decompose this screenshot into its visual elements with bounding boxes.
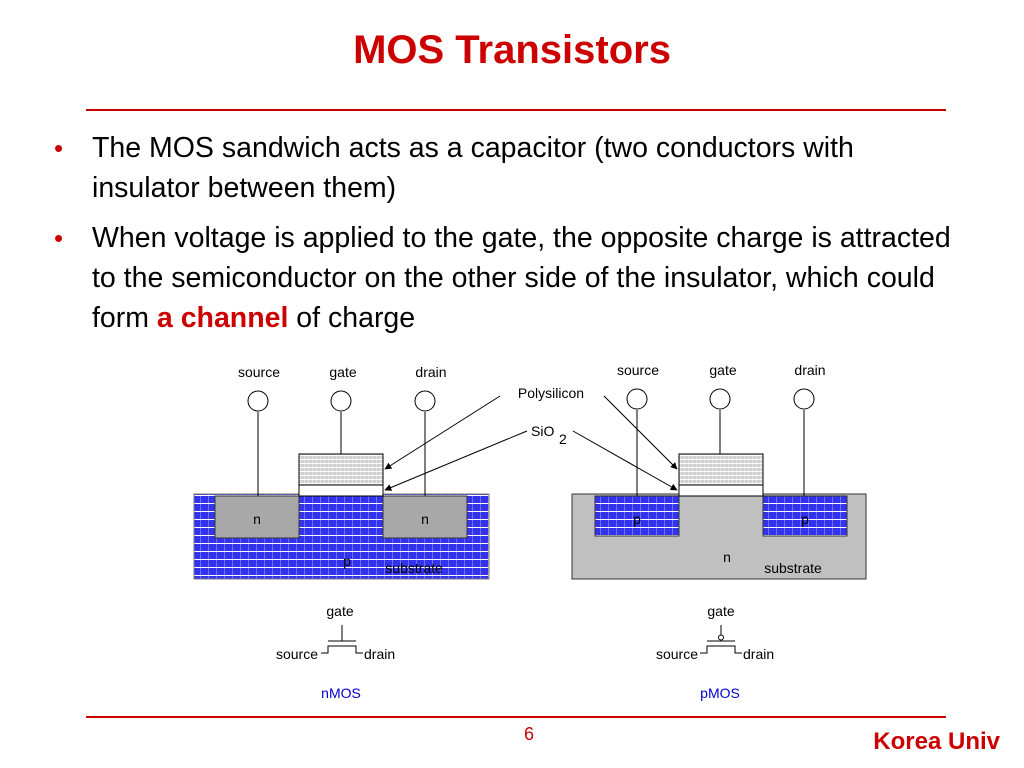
pmos-symbol-drain-label: drain	[743, 646, 774, 662]
nmos-source-label: source	[238, 364, 280, 380]
footer-divider	[86, 716, 946, 718]
bullet-dot-icon: •	[54, 133, 64, 163]
bullet-item: • The MOS sandwich acts as a capacitor (t…	[54, 128, 964, 208]
nmos-body-type-label: p	[343, 553, 351, 569]
title-divider	[86, 109, 946, 111]
nmos-source-terminal-icon	[247, 390, 269, 412]
polysilicon-arrow-nmos	[384, 395, 501, 470]
pmos-drain-p-region	[762, 495, 848, 537]
sio2-arrow-pmos	[572, 430, 678, 491]
pmos-source-terminal-icon	[626, 388, 648, 410]
pmos-symbol-gate-label: gate	[707, 603, 734, 619]
polysilicon-arrow-pmos	[603, 395, 678, 470]
nmos-drain-n-region	[382, 495, 468, 539]
highlighted-term: a channel	[156, 302, 289, 334]
pmos-gate-terminal-icon	[709, 388, 731, 410]
bullet-list: • The MOS sandwich acts as a capacitor (t…	[54, 128, 964, 348]
nmos-gate-terminal-icon	[330, 390, 352, 412]
sio2-callout-subscript: 2	[559, 431, 567, 447]
nmos-drain-region-label: n	[421, 511, 429, 527]
pmos-gate-oxide	[678, 484, 764, 497]
nmos-source-n-region	[214, 495, 300, 539]
pmos-cross-section: source gate drain p p n substrate	[571, 362, 867, 580]
nmos-symbol-channel	[321, 645, 363, 654]
pmos-drain-region-label: p	[801, 511, 809, 527]
nmos-drain-label: drain	[415, 364, 446, 380]
bullet-item: • When voltage is applied to the gate, th…	[54, 218, 964, 338]
nmos-symbol-source-label: source	[276, 646, 318, 662]
pmos-substrate-label: substrate	[764, 560, 822, 576]
polysilicon-callout-label: Polysilicon	[518, 385, 584, 401]
nmos-substrate-label: substrate	[385, 560, 443, 576]
bullet-text: When voltage is applied to the gate, the…	[92, 222, 951, 334]
pmos-polysilicon-gate	[678, 453, 764, 486]
bullet-text: The MOS sandwich acts as a capacitor (tw…	[92, 132, 854, 204]
sio2-arrow-nmos	[384, 430, 528, 491]
nmos-gate-oxide	[298, 484, 384, 497]
bullet-text: of charge	[288, 302, 416, 334]
pmos-symbol-source-label: source	[656, 646, 698, 662]
sio2-callout-label: SiO	[531, 423, 554, 439]
callouts: Polysilicon SiO 2	[384, 385, 678, 491]
page-number: 6	[524, 724, 535, 744]
pmos-gate-label: gate	[709, 362, 736, 378]
pmos-drain-terminal-icon	[793, 388, 815, 410]
nmos-symbol-drain-label: drain	[364, 646, 395, 662]
nmos-source-region-label: n	[253, 511, 261, 527]
bullet-dot-icon: •	[54, 223, 64, 253]
brand-label: Korea Univ	[873, 728, 1000, 755]
pmos-source-label: source	[617, 362, 659, 378]
pmos-source-region-label: p	[633, 511, 641, 527]
pmos-drain-label: drain	[794, 362, 825, 378]
nmos-caption: nMOS	[321, 685, 361, 701]
pmos-symbol: gate source drain pMOS	[656, 603, 774, 701]
nmos-symbol-gate-label: gate	[326, 603, 353, 619]
pmos-source-p-region	[594, 495, 680, 537]
slide-title: MOS Transistors	[353, 28, 671, 72]
nmos-polysilicon-gate	[298, 453, 384, 486]
nmos-cross-section: source gate drain n n p substrate	[193, 364, 490, 580]
nmos-drain-terminal-icon	[414, 390, 436, 412]
pmos-symbol-inversion-bubble-icon	[718, 634, 724, 641]
nmos-symbol: gate source drain nMOS	[276, 603, 395, 701]
pmos-body-type-label: n	[723, 549, 731, 565]
nmos-gate-label: gate	[329, 364, 356, 380]
pmos-symbol-channel	[700, 645, 742, 654]
pmos-caption: pMOS	[700, 685, 740, 701]
